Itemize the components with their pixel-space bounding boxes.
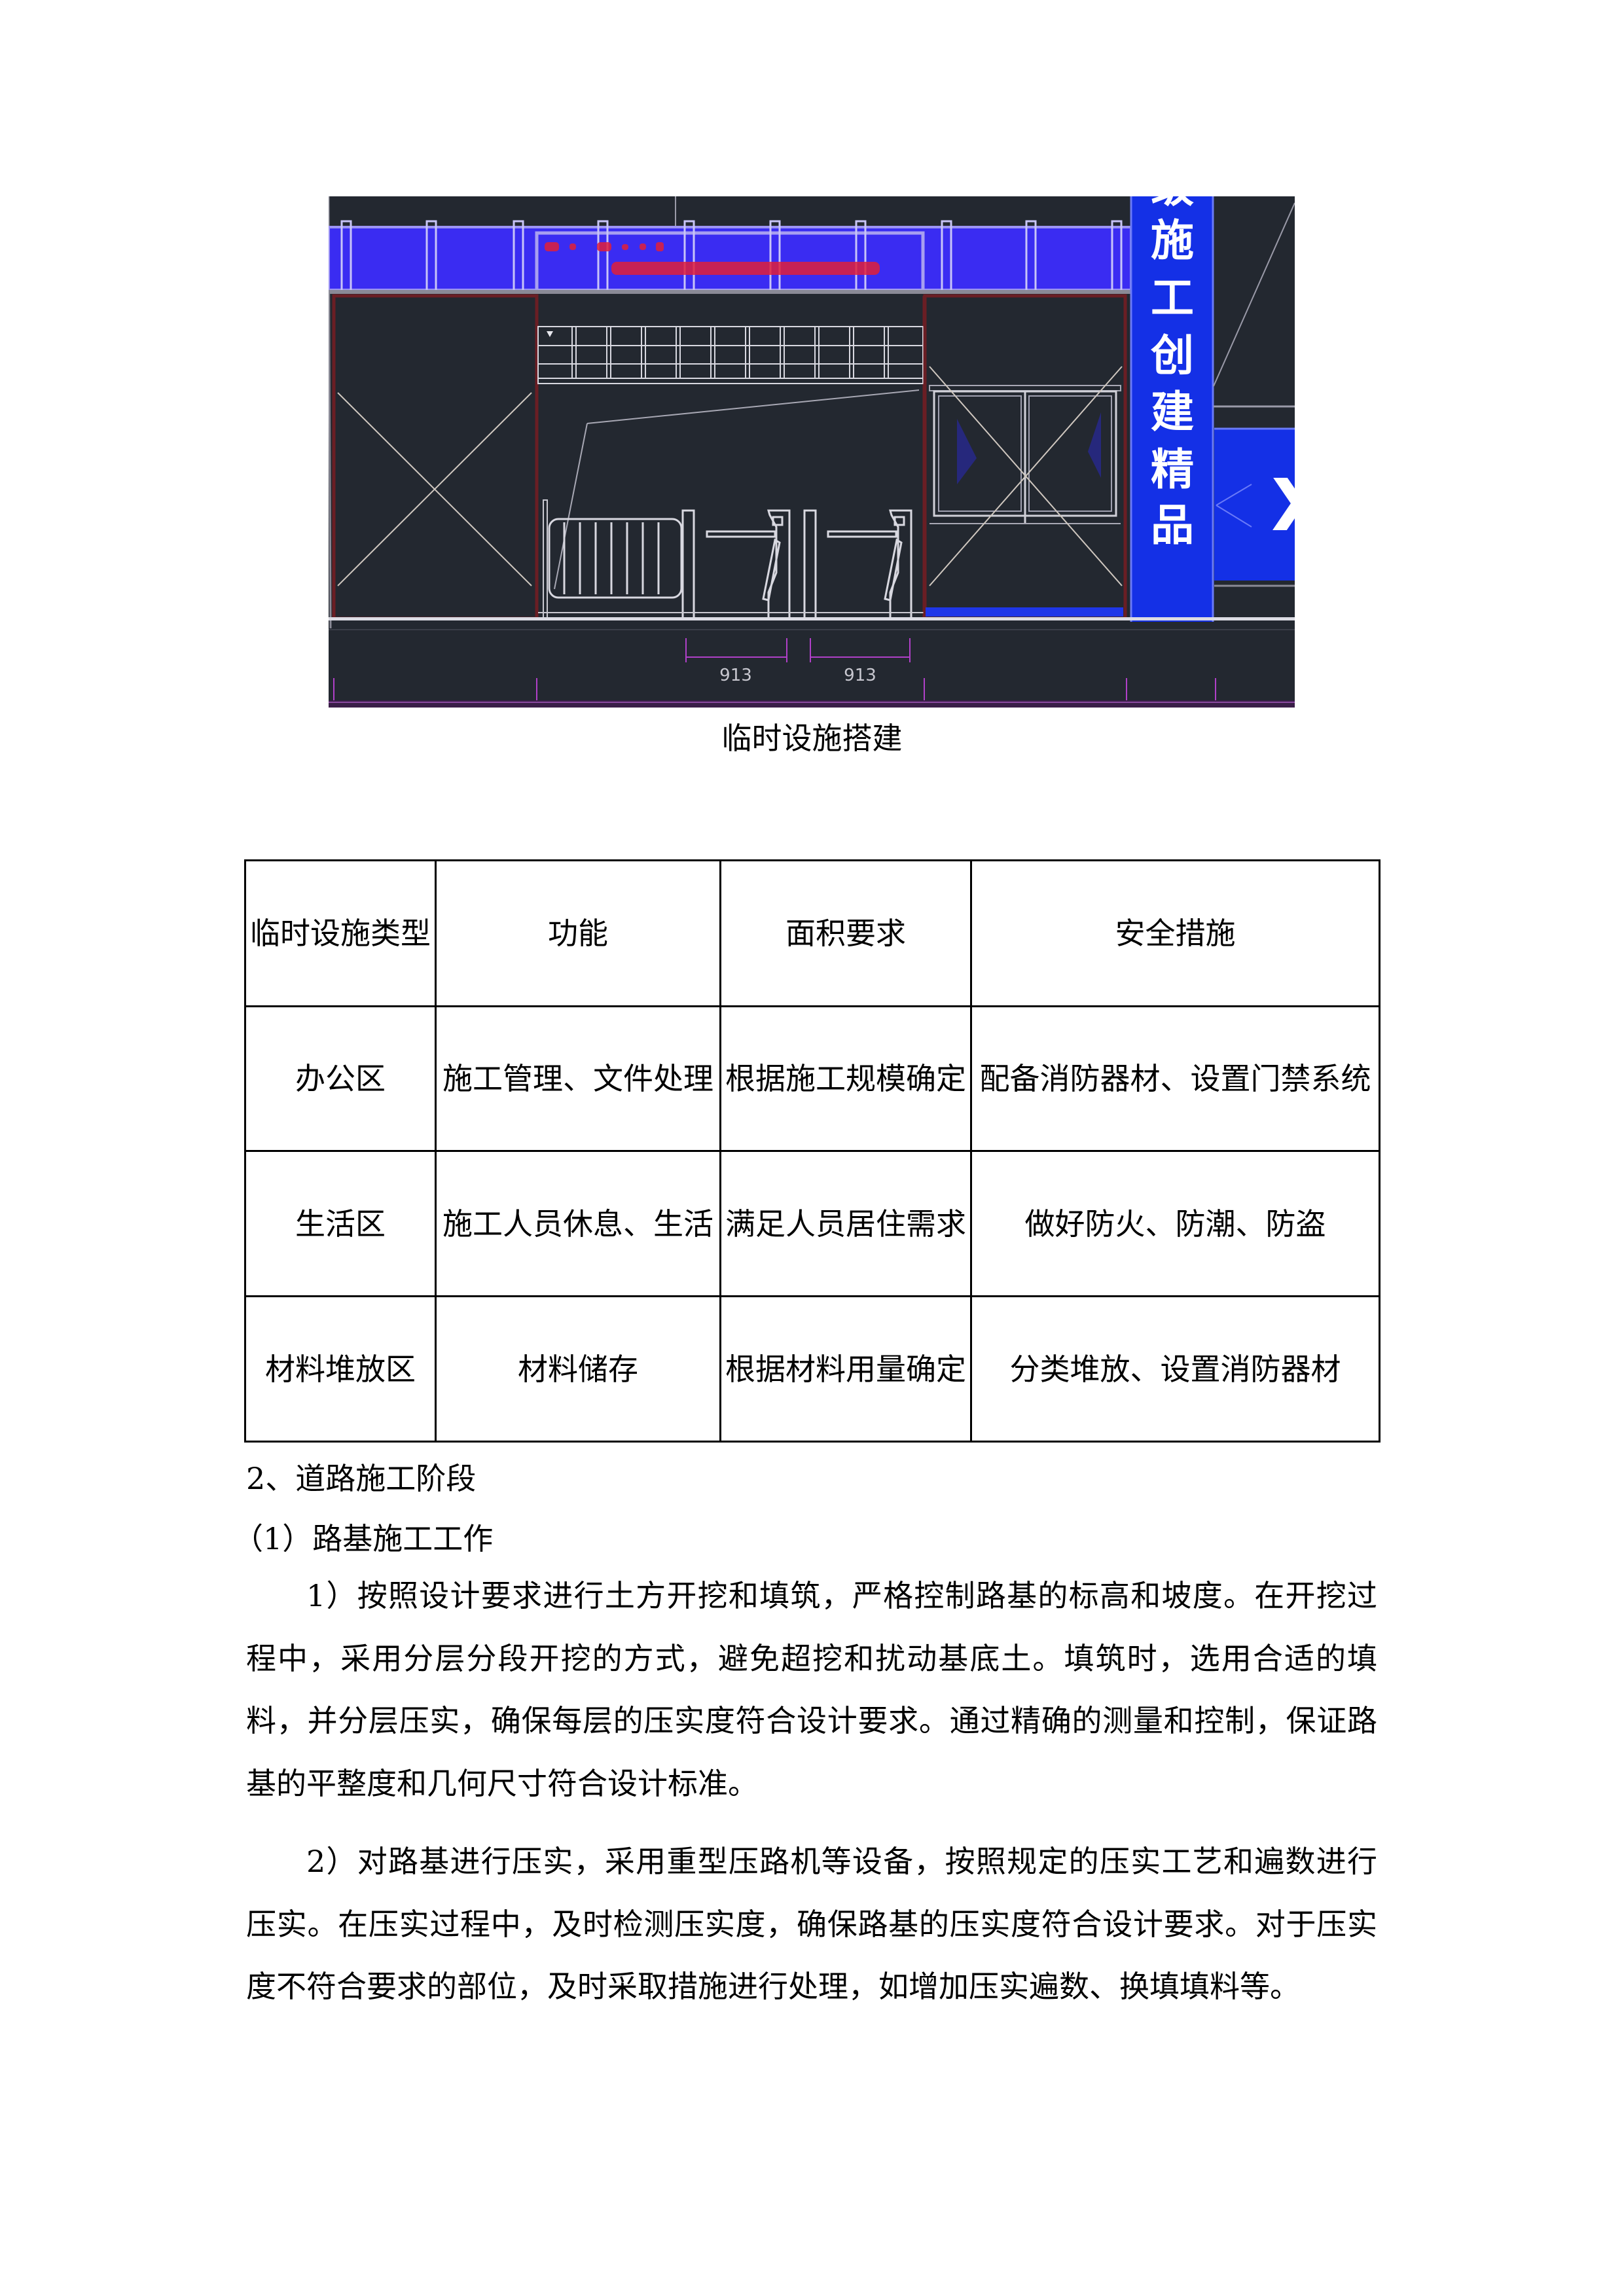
header-cell: 功能 bbox=[435, 859, 721, 1007]
left-booth bbox=[332, 294, 539, 620]
dimension-label: 913 bbox=[719, 666, 752, 685]
table-cell: 根据施工规模确定 bbox=[719, 1005, 972, 1152]
entrance-gate bbox=[535, 296, 926, 620]
panel-glyph: X bbox=[1271, 463, 1295, 547]
paragraph-1: 1）按照设计要求进行土方开挖和填筑，严格控制路基的标高和坡度。在开挖过程中，采用… bbox=[246, 1578, 1377, 1801]
table-cell: 满足人员居住需求 bbox=[719, 1150, 972, 1297]
table-cell: 分类堆放、设置消防器材 bbox=[970, 1295, 1380, 1443]
table-row: 生活区 施工人员休息、生活 满足人员居住需求 做好防火、防潮、防盗 bbox=[244, 1150, 1380, 1297]
temporary-facilities-table: 临时设施类型 功能 面积要求 安全措施 办公区 施工管理、文件处理 根据施工规模… bbox=[244, 859, 1380, 1443]
slogan-char: 工 bbox=[1151, 273, 1194, 323]
table-cell: 材料堆放区 bbox=[244, 1295, 437, 1443]
table-cell: 配备消防器材、设置门禁系统 bbox=[970, 1005, 1380, 1152]
table-row: 材料堆放区 材料储存 根据材料用量确定 分类堆放、设置消防器材 bbox=[244, 1295, 1380, 1443]
slogan-char: 精 bbox=[1151, 444, 1194, 495]
dimension-label: 913 bbox=[844, 666, 876, 685]
slogan-char: 品 bbox=[1151, 500, 1194, 550]
turnstiles bbox=[681, 509, 912, 620]
table-cell: 施工管理、文件处理 bbox=[435, 1005, 721, 1152]
slogan-char: 建 bbox=[1151, 387, 1194, 437]
slogan-char: 施 bbox=[1151, 215, 1194, 266]
header-cell: 安全措施 bbox=[970, 859, 1380, 1007]
header-cell: 面积要求 bbox=[719, 859, 972, 1007]
table-cell: 施工人员休息、生活 bbox=[435, 1150, 721, 1297]
table-cell: 做好防火、防潮、防盗 bbox=[970, 1150, 1380, 1297]
table-cell: 根据材料用量确定 bbox=[719, 1295, 972, 1443]
right-sign-panel: X bbox=[1213, 202, 1295, 587]
dimension-annotations bbox=[333, 638, 1216, 708]
table-cell: 生活区 bbox=[244, 1150, 437, 1297]
table-header-row: 临时设施类型 功能 面积要求 安全措施 bbox=[244, 859, 1380, 1007]
slogan-cut-glyph: 级 bbox=[1151, 196, 1194, 212]
figure-caption: 临时设施搭建 bbox=[721, 721, 903, 756]
table-cell: 办公区 bbox=[244, 1005, 437, 1152]
site-entrance-cad-drawing: 级 施 工 创 建 精 品 X bbox=[329, 196, 1295, 708]
subsection-heading: （1）路基施工工作 bbox=[233, 1521, 494, 1556]
fence-barrier bbox=[548, 518, 683, 599]
header-cell: 临时设施类型 bbox=[244, 859, 437, 1007]
cad-elevation-svg: 级 施 工 创 建 精 品 X bbox=[329, 196, 1295, 708]
top-banner bbox=[329, 220, 1132, 294]
banner-red-text bbox=[545, 242, 880, 275]
right-booth bbox=[923, 294, 1127, 620]
table-cell: 材料储存 bbox=[435, 1295, 721, 1443]
vertical-slogan: 级 施 工 创 建 精 品 bbox=[1130, 196, 1214, 622]
section-heading: 2、道路施工阶段 bbox=[246, 1461, 477, 1496]
table-row: 办公区 施工管理、文件处理 根据施工规模确定 配备消防器材、设置门禁系统 bbox=[244, 1005, 1380, 1152]
paragraph-2: 2）对路基进行压实，采用重型压路机等设备，按照规定的压实工艺和遍数进行压实。在压… bbox=[246, 1844, 1377, 2004]
slogan-char: 创 bbox=[1151, 331, 1194, 381]
